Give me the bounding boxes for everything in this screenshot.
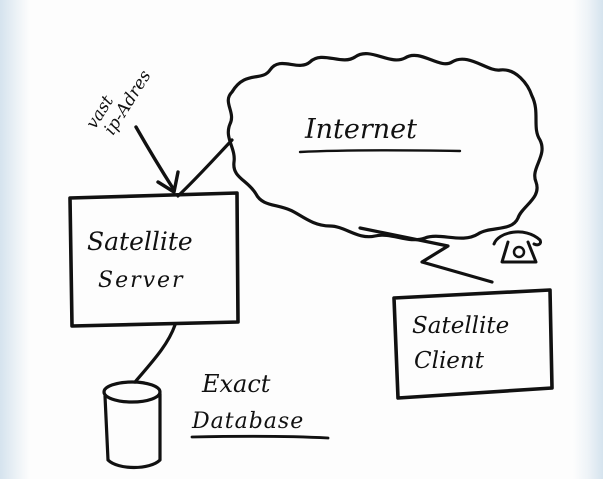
server-label-line1: Satellite [87,227,193,256]
telephone-base [500,240,538,264]
database-label: Exact Database [190,370,330,440]
client-label-line1: Satellite [412,313,509,339]
server-box-outline [68,191,240,328]
server-internet-link [176,138,234,198]
client-box-outline [392,288,554,400]
internet-cloud: Internet [226,52,544,242]
telephone-dial [512,245,526,259]
internet-client-link [358,226,494,284]
internet-label: Internet [304,114,417,145]
database-cylinder-icon [102,380,162,470]
internet-cloud-outline [226,52,544,242]
database-body [103,392,162,470]
database-label-underline [190,434,330,440]
internet-label-underline [298,149,462,154]
telephone-icon [492,230,542,264]
database-top [102,380,162,404]
satellite-client-box: Satellite Client [392,288,554,400]
server-label-line2: Server [98,268,185,293]
database-label-line2: Database [191,409,304,434]
satellite-server-box: Satellite Server [68,191,240,328]
ip-annotation: vast ip-Adres [82,67,180,194]
client-label-line2: Client [414,348,485,374]
ip-annotation-arrowhead [156,170,180,194]
telephone-handset [492,230,542,247]
database-label-line1: Exact [201,370,271,398]
server-database-link [133,323,177,384]
ip-annotation-arrow-shaft [134,125,176,192]
